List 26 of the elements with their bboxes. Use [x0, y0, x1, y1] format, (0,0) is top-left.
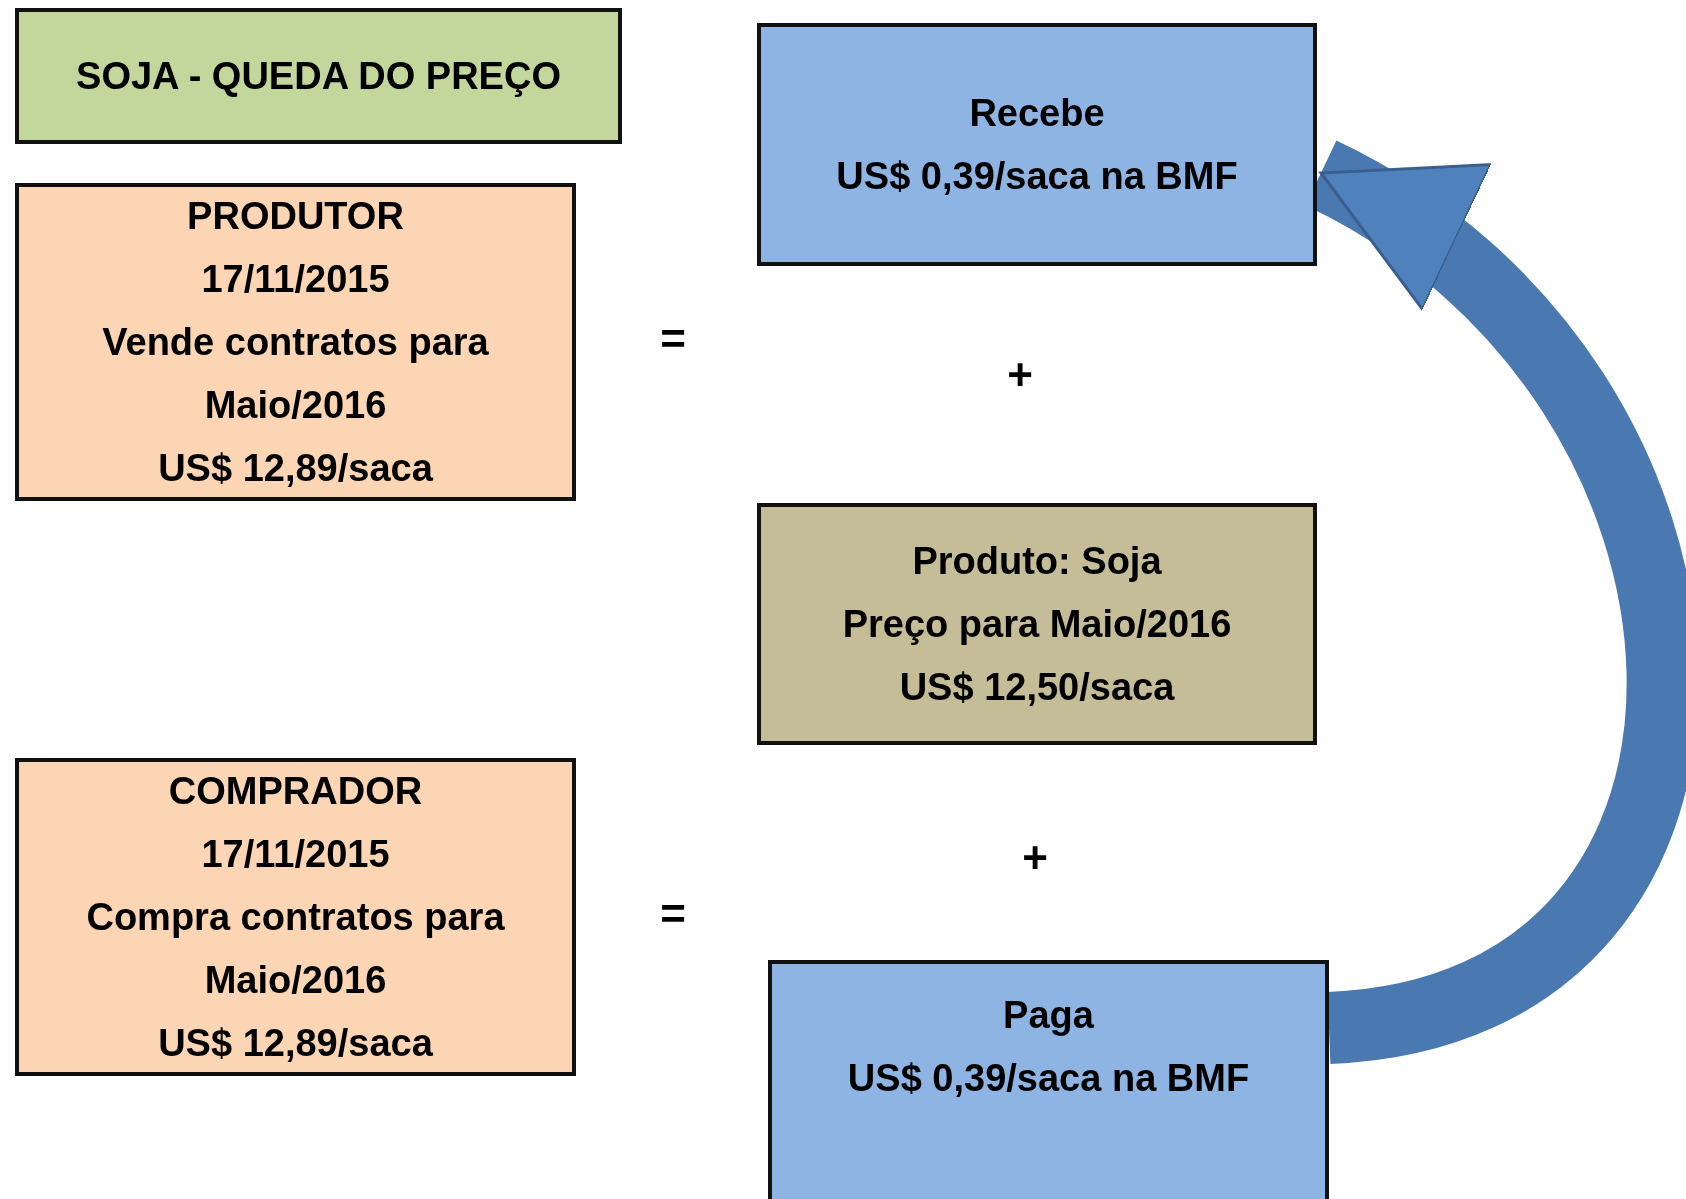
box-text: US$ 12,50/saca — [899, 664, 1175, 710]
equals-sign: = — [660, 889, 686, 939]
box-text: US$ 12,89/saca — [158, 1020, 433, 1066]
party-box — [15, 758, 576, 1076]
box-text: Compra contratos para Maio/2016 — [85, 894, 506, 1003]
box-text: US$ 0,39/saca na BMF — [836, 153, 1238, 199]
box-text: US$ 0,39/saca na BMF — [847, 1056, 1250, 1101]
party-box — [15, 183, 576, 501]
plus-sign: + — [1007, 350, 1033, 400]
box-text: Vende contratos para Maio/2016 — [101, 319, 490, 428]
box-text: 17/11/2015 — [201, 256, 390, 302]
box-text: Paga — [1003, 993, 1094, 1038]
box-text: PRODUTOR — [187, 193, 404, 239]
product-box — [757, 503, 1317, 745]
box-text: Produto: Soja — [912, 538, 1162, 584]
box-text: Recebe — [969, 90, 1105, 136]
equals-sign: = — [660, 314, 686, 364]
box-text: SOJA - QUEDA DO PREÇO — [76, 53, 561, 99]
box-text: Preço para Maio/2016 — [842, 601, 1232, 647]
box-text: US$ 12,89/saca — [158, 445, 433, 491]
payment-box — [768, 960, 1329, 1199]
box-text: COMPRADOR — [168, 768, 423, 814]
title-box — [15, 8, 622, 144]
payment-box — [757, 23, 1317, 266]
box-text: 17/11/2015 — [201, 831, 390, 877]
plus-sign: + — [1022, 833, 1048, 883]
